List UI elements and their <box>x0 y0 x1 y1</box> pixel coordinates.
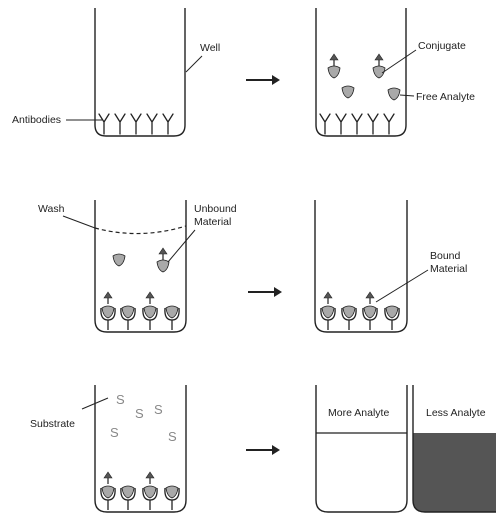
substrate-s: S <box>168 429 177 444</box>
flow-arrow-3 <box>245 444 281 456</box>
substrate-s: S <box>154 402 163 417</box>
result-more-analyte <box>315 385 408 513</box>
free-analyte-leader <box>399 94 415 97</box>
bound-leader <box>375 269 429 303</box>
well-4 <box>314 200 408 333</box>
well-1 <box>94 8 186 137</box>
well-5 <box>94 385 187 513</box>
more-analyte-label: More Analyte <box>328 407 389 419</box>
conjugate-leader <box>381 49 417 74</box>
unbound-label-1: Unbound <box>194 203 237 215</box>
result-less-analyte <box>412 385 496 513</box>
bound-label-1: Bound <box>430 250 461 262</box>
flow-arrow-1 <box>245 74 281 86</box>
well-3 <box>94 200 187 333</box>
wash-leader <box>62 215 96 229</box>
substrate-molecules: S S S S S <box>110 392 177 444</box>
wash-label: Wash <box>38 203 65 215</box>
substrate-leader <box>81 397 109 410</box>
substrate-s: S <box>116 392 125 407</box>
antibodies-label: Antibodies <box>12 114 61 126</box>
substrate-s: S <box>110 425 119 440</box>
flow-arrow-2 <box>247 286 283 298</box>
well-leader <box>185 55 203 73</box>
unbound-leader <box>167 229 196 263</box>
well-2 <box>315 8 407 137</box>
substrate-s: S <box>135 406 144 421</box>
unbound-label-2: Material <box>194 216 231 228</box>
less-analyte-label: Less Analyte <box>426 407 486 419</box>
substrate-label: Substrate <box>30 418 75 430</box>
free-analyte-label: Free Analyte <box>416 91 475 103</box>
bound-label-2: Material <box>430 263 467 275</box>
conjugate-label: Conjugate <box>418 40 466 52</box>
well-label: Well <box>200 42 220 54</box>
